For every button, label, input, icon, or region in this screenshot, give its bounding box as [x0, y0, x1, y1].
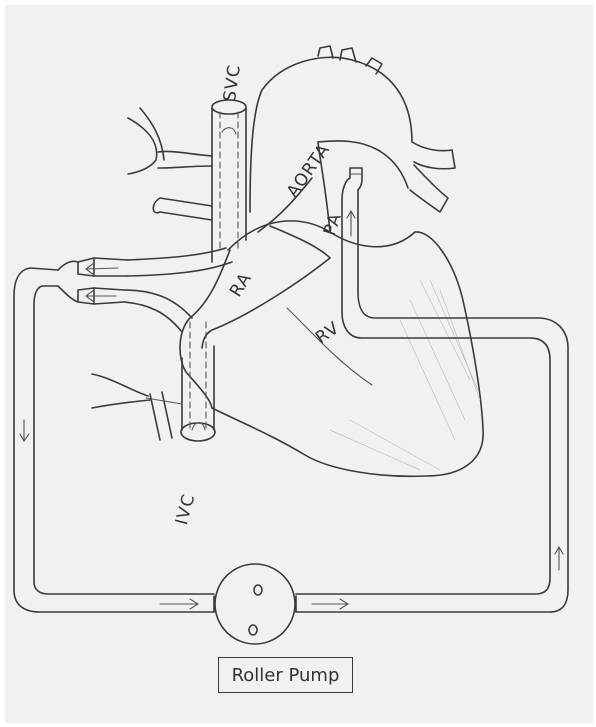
roller-pump-label: Roller Pump: [218, 657, 353, 693]
roller-pump: [214, 564, 296, 644]
venous-lines: [58, 248, 232, 332]
aorta-vessel: [250, 46, 455, 232]
ivc-vessel: [92, 322, 215, 441]
svc-vessel: [128, 100, 246, 262]
heart-outline: [180, 221, 483, 476]
